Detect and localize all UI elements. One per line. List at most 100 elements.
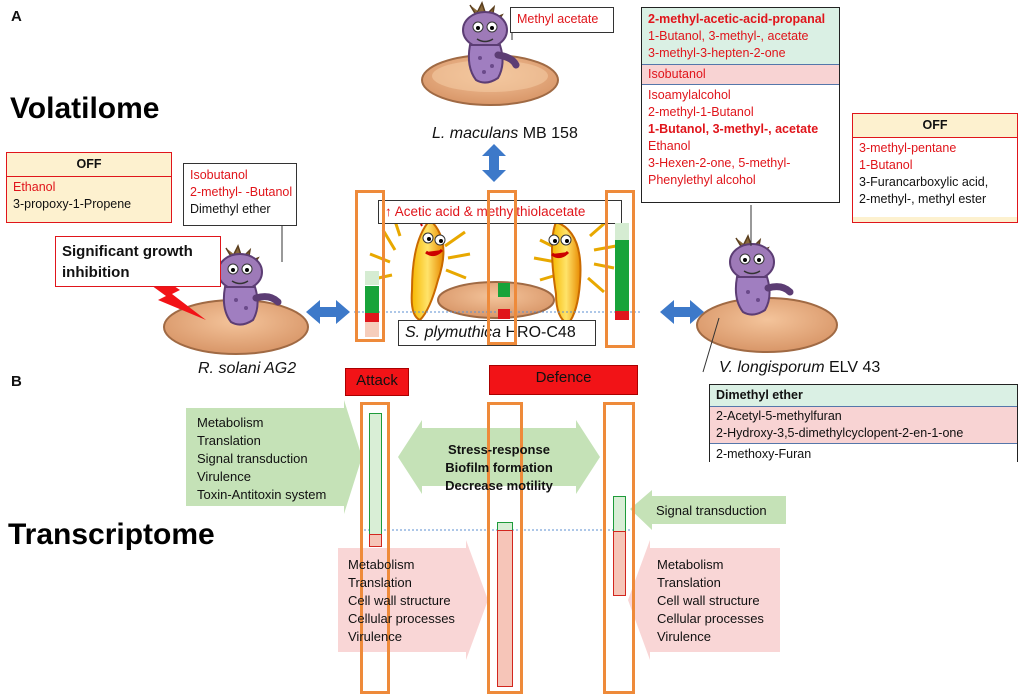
list-item: Translation — [348, 575, 412, 590]
lmaculans-volatile: Ethanol — [648, 139, 691, 153]
list-item: Virulence — [348, 629, 402, 644]
bar-upregulated — [369, 413, 382, 535]
lmaculans-volatile: 2-methyl-1-Butanol — [648, 105, 754, 119]
bacterium-character-right — [533, 220, 617, 326]
transcript-bar-defence-right — [603, 402, 635, 694]
bar-segment-green — [615, 240, 629, 311]
fungus-character-vlongisporum — [729, 234, 794, 316]
rsolani-off-item: 3-propoxy-1-Propene — [13, 197, 132, 211]
list-item: Metabolism — [348, 557, 415, 572]
rsolani-caption: R. solani AG2 — [198, 360, 297, 377]
lmaculans-volatile-list: 2-methyl-acetic-acid-propanal 1-Butanol,… — [641, 7, 840, 203]
list-item: Stress-response — [448, 442, 550, 457]
vlongisporum-off-header: OFF — [922, 118, 948, 132]
vlongisporum-off-item: 2-methyl-, methyl ester — [859, 192, 987, 206]
bar-downregulated — [497, 530, 513, 687]
volatile-bar-left — [355, 190, 385, 342]
arrow-left-down-pink — [338, 540, 488, 660]
list-item: Biofilm formation — [445, 460, 553, 475]
methyl-acetate-box: Methyl acetate — [510, 7, 614, 33]
growth-inhibition-line: Significant growth — [62, 243, 193, 260]
bar-downregulated — [369, 534, 382, 547]
list-item: Translation — [657, 575, 721, 590]
lmaculans-teal-group: 2-methyl-acetic-acid-propanal 1-Butanol,… — [642, 8, 839, 64]
bar-segment-lightgreen — [365, 271, 379, 285]
bar-upregulated — [613, 496, 626, 532]
list-item: Cellular processes — [657, 611, 764, 626]
vlongisporum-teal-group: Dimethyl ether — [710, 385, 1017, 406]
vlongisporum-off-item: 1-Butanol — [859, 158, 913, 172]
list-item: Cellular processes — [348, 611, 455, 626]
lmaculans-volatile: Phenylethyl alcohol — [648, 173, 756, 187]
double-arrow-right — [660, 300, 704, 324]
arrow-left-up-green — [186, 400, 362, 514]
vlongisporum-pink-group: 2-Acetyl-5-methylfuran 2-Hydroxy-3,5-dim… — [710, 406, 1017, 443]
list-item: Translation — [197, 433, 261, 448]
vlongisporum-off-item: 3-methyl-pentane — [859, 141, 957, 155]
lmaculans-white-group: Isoamylalcohol 2-methyl-1-Butanol 1-Buta… — [642, 84, 839, 189]
bar-segment-red — [615, 311, 629, 320]
attack-banner: Attack — [345, 368, 409, 396]
vlongisporum-volatile-list: Dimethyl ether 2-Acetyl-5-methylfuran 2-… — [709, 384, 1018, 465]
fungus-character-lmaculans — [462, 1, 520, 84]
list-item: Signal transduction — [197, 451, 308, 466]
vlongisporum-name: V. longisporum — [719, 359, 825, 376]
attack-downregulated-list: Metabolism Translation Cell wall structu… — [348, 556, 455, 646]
lmaculans-volatile: Isoamylalcohol — [648, 88, 731, 102]
rsolani-volatile: 2-methyl- -Butanol — [190, 185, 293, 199]
vlongisporum-white-group: 2-methoxy-Furan — [710, 443, 1017, 465]
bar-segment-lightgreen — [615, 223, 629, 240]
list-item: Metabolism — [197, 415, 264, 430]
arrow-middle-green — [398, 420, 600, 494]
list-item: Toxin-Antitoxin system — [197, 487, 327, 502]
lmaculans-strain: MB 158 — [518, 125, 578, 142]
acetic-acid-box: ↑ Acetic acid & methylthiolacetate — [378, 200, 622, 224]
transcript-bar-defence-left — [487, 402, 523, 694]
volatile-bar-right — [605, 190, 635, 348]
bar-downregulated — [613, 531, 626, 596]
bar-segment-green — [365, 286, 379, 313]
bar-segment-red — [498, 309, 510, 319]
lmaculans-volatile: Isobutanol — [648, 67, 706, 81]
attack-upregulated-list: Metabolism Translation Signal transducti… — [197, 414, 326, 504]
lmaculans-name: L. maculans — [432, 125, 519, 142]
shared-response-list: Stress-response Biofilm formation Decrea… — [422, 441, 576, 495]
rsolani-volatile: Dimethyl ether — [190, 202, 271, 216]
panel-label-b: B — [11, 373, 22, 390]
vlongisporum-caption: V. longisporum ELV 43 — [719, 359, 880, 377]
splymuthica-strain: HRO-C48 — [501, 324, 576, 341]
double-arrow-left — [306, 300, 350, 324]
vlongisporum-off-item: 3-Furancarboxylic acid, — [859, 175, 989, 189]
splymuthica-box: S. plymuthica HRO-C48 — [398, 320, 596, 346]
list-item: Cell wall structure — [657, 593, 760, 608]
defence-downregulated-list: Metabolism Translation Cell wall structu… — [657, 556, 764, 646]
lmaculans-volatile: 1-Butanol, 3-methyl-, acetate — [648, 29, 809, 43]
methyl-acetate-text: Methyl acetate — [517, 12, 599, 26]
list-item: Cell wall structure — [348, 593, 451, 608]
lmaculans-volatile: 2-methyl-acetic-acid-propanal — [648, 12, 826, 26]
lmaculans-volatile: 3-Hexen-2-one, 5-methyl- — [648, 156, 791, 170]
list-item: Virulence — [197, 469, 251, 484]
bar-segment-lightred — [365, 322, 379, 337]
vlongisporum-volatile: 2-methoxy-Furan — [716, 447, 812, 461]
vlongisporum-off-box: OFF 3-methyl-pentane 1-Butanol 3-Furanca… — [852, 113, 1018, 223]
vlongisporum-volatile: 2-Acetyl-5-methylfuran — [716, 409, 842, 423]
transcriptome-label: Transcriptome — [8, 518, 215, 551]
defence-banner: Defence — [489, 365, 638, 395]
rsolani-volatile: Isobutanol — [190, 168, 248, 182]
growth-inhibition-line: inhibition — [62, 264, 130, 281]
lmaculans-volatile: 3-methyl-3-hepten-2-one — [648, 46, 786, 60]
rsolani-off-box: OFF Ethanol 3-propoxy-1-Propene — [6, 152, 172, 223]
list-item: Virulence — [657, 629, 711, 644]
bar-segment-red — [365, 313, 379, 322]
fungus-character-rsolani — [217, 244, 282, 326]
arrow-right-down-pink — [628, 540, 780, 660]
growth-inhibition-box: Significant growth inhibition — [55, 236, 221, 287]
vlongisporum-strain: ELV 43 — [824, 359, 881, 376]
acetic-acid-text: ↑ Acetic acid & methylthiolacetate — [385, 204, 586, 219]
rsolani-off-item: Ethanol — [13, 180, 56, 194]
bar-segment-green — [498, 283, 510, 297]
petri-dish-splymuthica — [437, 281, 555, 319]
lmaculans-caption: L. maculans MB 158 — [432, 125, 578, 143]
